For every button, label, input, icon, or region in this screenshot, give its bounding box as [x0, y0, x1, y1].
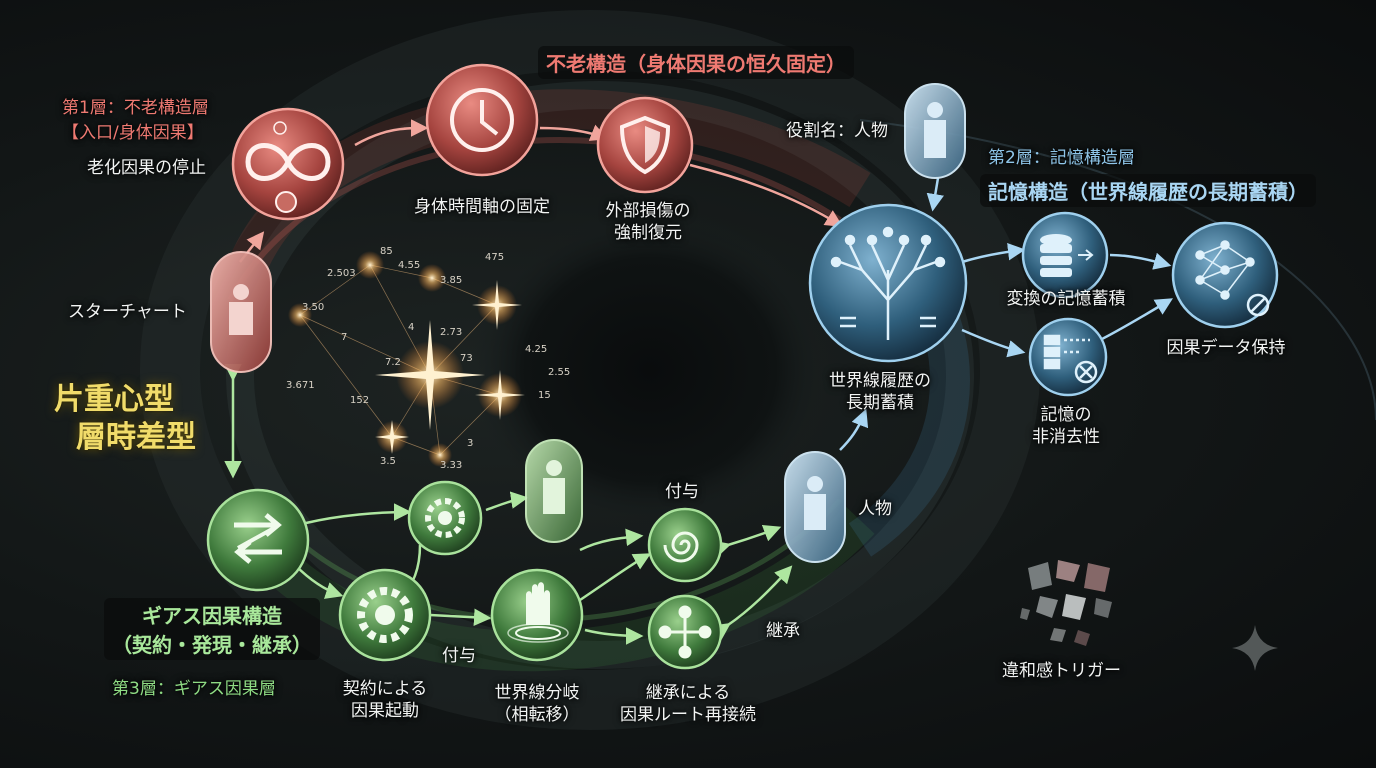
conversion-label: 変換の記憶蓄積	[1006, 289, 1126, 309]
ageless-structure-box: 不老構造（身体因果の恒久固定）	[538, 46, 854, 79]
star-num: 4.25	[525, 344, 547, 355]
person-capsule-red	[210, 251, 272, 373]
clock-icon	[450, 88, 514, 152]
non-erasure-label-line2: 非消去性	[1032, 427, 1100, 447]
blue-arrows	[839, 177, 1174, 451]
star-num: 3.85	[440, 275, 462, 286]
hand-ripple-icon	[507, 582, 569, 643]
swap-arrows-icon	[234, 513, 282, 564]
star-num: 73	[460, 353, 473, 364]
central-void	[470, 210, 830, 530]
green-arrows	[224, 364, 793, 645]
memory-structure-box: 記憶構造（世界線履歴の長期蓄積）	[980, 174, 1316, 207]
reconnect-label-line2: 因果ルート再接続	[620, 705, 756, 725]
person-capsule-icon	[543, 460, 565, 514]
star-num: 7.2	[385, 357, 401, 368]
restore-label-line2: 強制復元	[614, 223, 682, 243]
branch-label-line1: 世界線分岐	[494, 683, 580, 703]
list-blocked-icon	[1043, 334, 1098, 384]
type-label-1: 片重心型	[54, 382, 174, 417]
star-chart: 85 2.503 4.55 3.85 475 3.50 4 2.73 7 73 …	[286, 246, 570, 471]
grant-label-bottom: 付与	[442, 646, 476, 666]
causal-data-label: 因果データ保持	[1166, 338, 1286, 358]
history-label-line2: 長期蓄積	[846, 393, 914, 413]
geass-structure-line1: ギアス因果構造	[142, 604, 282, 628]
star-points	[288, 251, 525, 467]
layer2-title: 第2層：記憶構造層	[988, 148, 1135, 168]
gear-icon	[425, 498, 465, 538]
star-num: 4	[408, 322, 414, 333]
small-gear-node	[407, 480, 483, 556]
restore-label-line1: 外部損傷の	[605, 201, 691, 221]
geass-structure-line2: （契約・発現・継承）	[112, 633, 312, 657]
person-capsule-blue-bottom	[784, 451, 846, 563]
role-name-label: 役割名：人物	[786, 121, 888, 141]
star-num: 475	[485, 252, 504, 263]
restore-node	[596, 96, 694, 194]
star-chart-label: スターチャート	[68, 302, 187, 322]
person-label: 人物	[858, 499, 892, 519]
time-axis-label: 身体時間軸の固定	[414, 197, 550, 217]
star-num: 152	[350, 395, 369, 406]
star-num: 3.33	[440, 460, 462, 471]
star-num: 4.55	[398, 260, 420, 271]
aging-stop-label: 老化因果の停止	[87, 158, 206, 178]
branch-node	[490, 568, 584, 662]
star-num: 3	[467, 438, 473, 449]
inherit-label: 継承	[766, 621, 800, 641]
trigger-label: 違和感トリガー	[1002, 661, 1121, 681]
non-erasure-node	[1028, 317, 1108, 397]
history-label-line1: 世界線履歴の	[829, 371, 931, 391]
branch-nodes-icon	[658, 605, 712, 659]
database-node	[1021, 211, 1109, 299]
grant-label-top: 付与	[665, 482, 699, 502]
trigger-shards	[1020, 560, 1112, 646]
geass-structure-box: ギアス因果構造 （契約・発現・継承）	[104, 598, 320, 660]
neural-net-blocked-icon	[1195, 240, 1270, 317]
star-num: 15	[538, 390, 551, 401]
branch-label-line2: （相転移）	[494, 705, 580, 725]
sparkle-icon	[1232, 625, 1278, 671]
memory-structure-title: 記憶構造（世界線履歴の長期蓄積）	[988, 180, 1308, 204]
reconnect-label-line1: 継承による	[645, 683, 731, 703]
reconnect-node	[647, 594, 723, 670]
layer1-subtitle: 【入口/身体因果】	[62, 123, 204, 143]
spiral-node	[647, 507, 723, 583]
person-capsule-icon	[229, 284, 253, 335]
non-erasure-label-line1: 記憶の	[1040, 405, 1092, 425]
star-num: 85	[380, 246, 393, 257]
person-capsule-icon	[804, 476, 826, 530]
layer3-title: 第3層：ギアス因果層	[112, 679, 276, 699]
contract-label-line2: 因果起動	[351, 701, 419, 721]
aging-node	[231, 107, 345, 221]
star-num: 2.73	[440, 327, 462, 338]
time-axis-node	[425, 63, 539, 177]
tree-circuit-icon	[830, 226, 946, 340]
star-num: 2.55	[548, 367, 570, 378]
history-tree-node	[808, 203, 968, 363]
star-num: 3.5	[380, 456, 396, 467]
type-label-2: 層時差型	[76, 420, 196, 455]
layer1-title: 第1層：不老構造層	[62, 98, 209, 118]
spiral-icon	[663, 531, 699, 563]
star-num: 2.503	[327, 268, 356, 279]
person-capsule-icon	[924, 102, 946, 158]
star-num: 3.50	[302, 302, 324, 313]
infinity-cell-icon	[245, 121, 331, 213]
causal-data-node	[1171, 221, 1279, 329]
shield-icon	[619, 115, 671, 175]
star-num: 7	[341, 332, 347, 343]
person-capsule-blue-top	[904, 83, 966, 179]
ageless-structure-title: 不老構造（身体因果の恒久固定）	[546, 52, 846, 76]
contract-node	[338, 568, 432, 662]
star-num: 3.671	[286, 380, 315, 391]
star-number-labels: 85 2.503 4.55 3.85 475 3.50 4 2.73 7 73 …	[286, 246, 570, 471]
database-icon	[1040, 234, 1094, 277]
person-capsule-green	[525, 439, 583, 543]
contract-label-line1: 契約による	[342, 679, 428, 699]
swap-node	[206, 488, 310, 592]
gear-icon	[357, 587, 413, 643]
